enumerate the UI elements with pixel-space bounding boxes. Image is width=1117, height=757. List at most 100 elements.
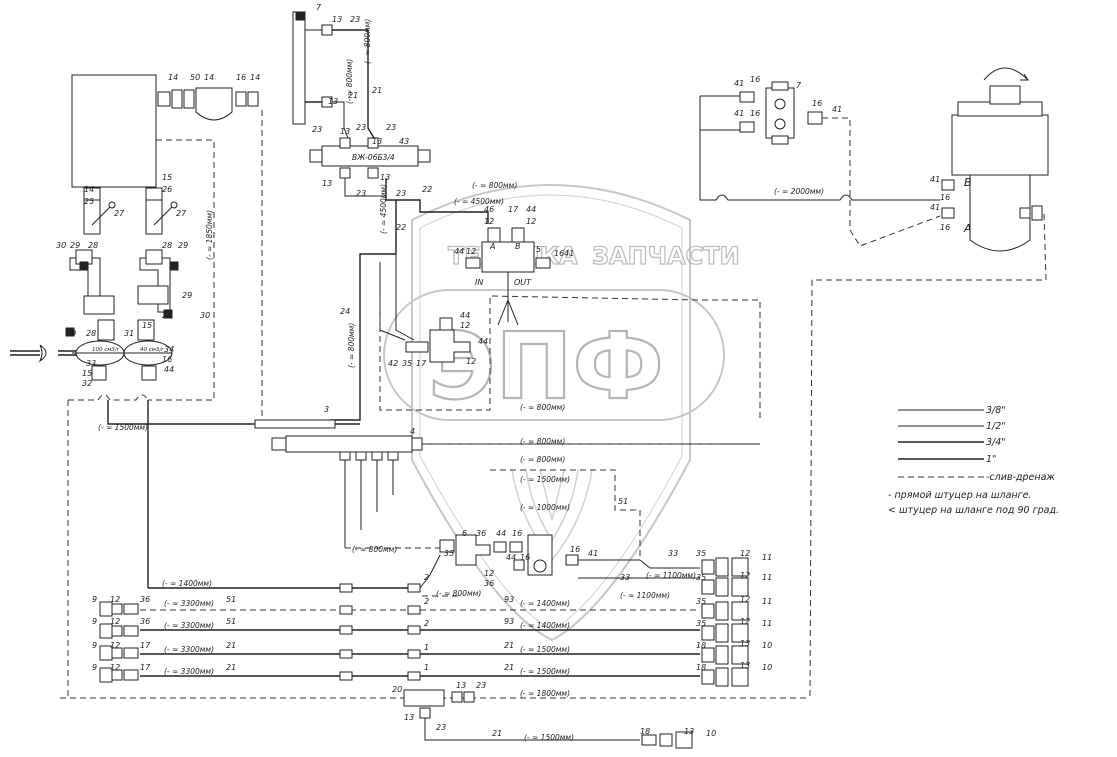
pipe-lines: ВЖ-06Б3/4 A B IN OUT [60,11,810,749]
callout-30: 30 [56,241,66,250]
callout-10: 10 [762,641,772,650]
dim-1000: (- ≈ 1000мм) [520,503,570,512]
callout-15: 15 [162,173,172,182]
callout-12-h: 12 [740,571,750,580]
callout-24-d: 23 [386,123,396,132]
callout-24-h: 23 [436,723,446,732]
callout-18-c: 18 [640,727,650,736]
callout-22-b: 21 [348,91,358,100]
callout-33: 32 [82,379,92,388]
callout-24-g: 23 [476,681,486,690]
callout-13-b: 13 [328,97,338,106]
callout-9-d: 9 [92,663,97,672]
callout-14-b: 14 [204,73,214,82]
callout-40: 36 [476,529,486,538]
left-couplings [99,601,139,683]
callouts: 7 13 23 21 21 13 23 13 23 23 13 43 13 13… [56,3,950,738]
dim-3300-b: (- ≈ 3300мм) [164,621,214,630]
callout-12-b: 12 [526,217,536,226]
dim-3300-d: (- ≈ 3300мм) [164,667,214,676]
callout-29: 29 [70,241,80,250]
callout-29-b: 29 [178,241,188,250]
callout-14-d: 14 [84,185,94,194]
callout-41: 41 [564,249,574,258]
callout-41-g: 41 [588,549,598,558]
callout-16-f: 16 [812,99,822,108]
callout-11: 11 [762,553,772,562]
callout-29-d: 29 [66,329,76,338]
callout-32: 33 [668,549,678,558]
callout-24-c: 23 [356,123,366,132]
callout-24: 23 [350,15,360,24]
callout-13-f: 13 [380,173,390,182]
callout-16-b: 16 [236,73,246,82]
dim-3300-a: (- ≈ 3300мм) [164,599,214,608]
callout-12-k: 12 [110,595,120,604]
callout-19: 21 [226,641,236,650]
callout-62-b: 51 [226,617,236,626]
callout-13-h: 13 [740,661,750,670]
dim-800-mid: (- ≈ 800мм) [520,403,565,412]
callout-63-b: 93 [504,617,514,626]
callout-9-b: 9 [92,617,97,626]
dim-800-e: (- ≈ 800мм) [436,589,481,598]
callout-17-c: 17 [140,641,151,650]
callout-42-f: 44 [496,529,506,538]
watermark-shield [411,184,691,642]
meter-left-label: 100 см3/г [92,347,120,353]
port-out-label: OUT [514,278,532,287]
callout-13-g: 13 [740,639,750,648]
callout-13-d: 13 [372,137,382,146]
callout-28: 28 [88,241,98,250]
callout-9-c: 9 [92,641,97,650]
dim-800-c: (- ≈ 800мм) [520,455,565,464]
callout-42-d: 44 [460,311,470,320]
dim-2000: (- ≈ 2000мм) [774,187,824,196]
callout-4: 4 [410,427,415,436]
callout-11-d: 11 [762,619,772,628]
dim-1800: (- ≈ 1800мм) [520,689,570,698]
dim-1500-b: (- ≈ 1500мм) [520,475,570,484]
callout-16-k: 16 [570,545,580,554]
callout-10-b: 10 [762,663,772,672]
callout-12-f: 12 [484,569,494,578]
callout-12-i: 12 [740,595,750,604]
callout-38-c: 35 [696,549,706,558]
callout-32-b: 33 [620,573,630,582]
dim-1500-d: (- ≈ 1500мм) [520,667,570,676]
valve-block-name: ВЖ-06Б3/4 [352,153,395,162]
callout-38: 35 [402,359,412,368]
callout-42-c: 44 [164,365,174,374]
callout-41-f: 41 [930,203,940,212]
callout-28-c: 28 [162,311,172,320]
callout-2-c: 2 [424,619,429,628]
legend-label-drain: -слив-дренаж [986,472,1055,483]
dim-800-side: (- ≈ 800мм) [347,323,356,368]
callout-62: 51 [226,595,236,604]
callout-16-g: 16 [940,193,950,202]
callout-12-c: 12 [466,247,476,256]
dim-1400: (- ≈ 1400мм) [162,579,212,588]
callout-11-c: 11 [762,597,772,606]
callout-12-g: 12 [740,549,750,558]
callout-23-b: 22 [396,223,406,232]
legend-note-straight: - прямой штуцер на шланге. [888,490,1032,501]
callout-16-e: 16 [750,109,760,118]
port-a-label: A [489,242,495,251]
callout-20: 20 [392,685,402,694]
callout-21: 21 [504,641,514,650]
callout-9: 9 [92,595,97,604]
dim-800-b: (- ≈ 800мм) [520,437,565,446]
callout-38-f: 35 [696,619,706,628]
callout-38-d: 35 [696,573,706,582]
callout-26: 26 [162,185,172,194]
callout-42-b: 44 [454,247,464,256]
callout-34: 33 [86,359,96,368]
callout-51: 42 [388,359,398,368]
motor-port-a-label: A [963,222,972,235]
port-in-label: IN [475,278,483,287]
port-b-label: B [515,242,521,251]
callout-18: 18 [696,641,706,650]
callout-16-d: 16 [750,75,760,84]
callout-1-b: 1 [424,643,429,652]
